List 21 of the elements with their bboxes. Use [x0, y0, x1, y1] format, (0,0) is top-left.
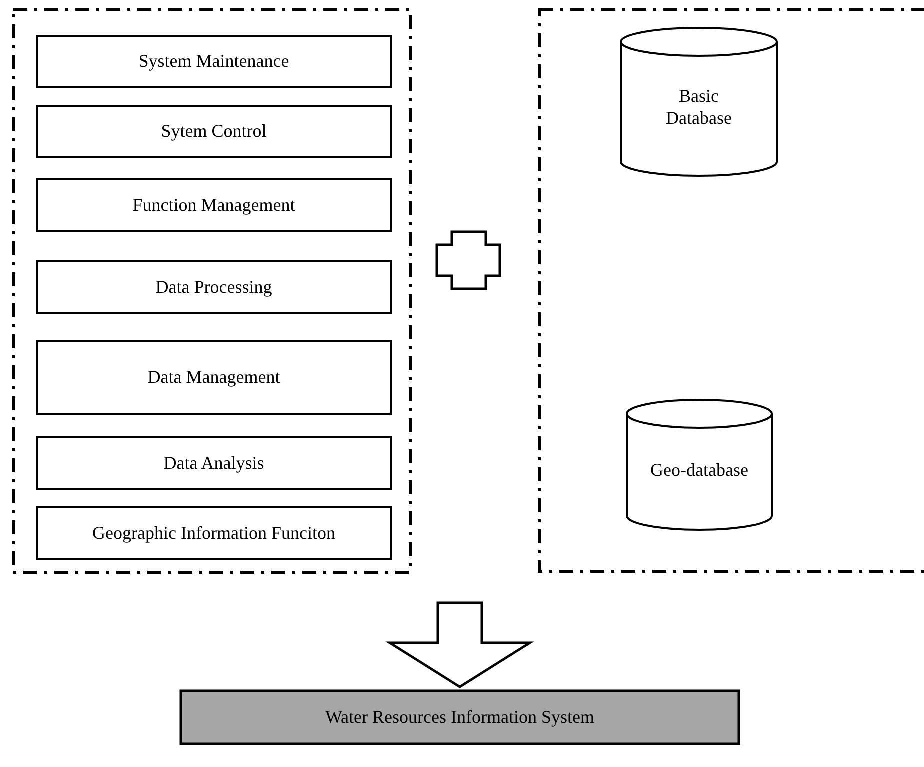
- node-label: Sytem Control: [161, 120, 267, 143]
- system-box: [180, 690, 740, 745]
- module-box: [36, 436, 392, 490]
- node-label: Data Processing: [156, 276, 272, 298]
- dash-dot-group-frame: [12, 8, 412, 574]
- node-label: Geographic Information Funciton: [92, 522, 336, 544]
- block-arrow: [386, 602, 534, 688]
- module-box: [36, 105, 392, 158]
- module-box: [36, 506, 392, 560]
- node-label: System Maintenance: [138, 50, 290, 73]
- node-label: Data Management: [148, 366, 280, 389]
- module-box: [36, 260, 392, 314]
- module-box: [36, 35, 392, 88]
- node-label: Data Analysis: [164, 452, 264, 474]
- module-box: [36, 178, 392, 232]
- module-box: [36, 340, 392, 415]
- node-label: Water Resources Information System: [326, 706, 594, 729]
- dash-dot-group-frame: [538, 8, 924, 573]
- node-label: Geo-database: [650, 458, 748, 482]
- node-label: Function Management: [132, 194, 296, 216]
- node-label: Basic Database: [665, 84, 733, 130]
